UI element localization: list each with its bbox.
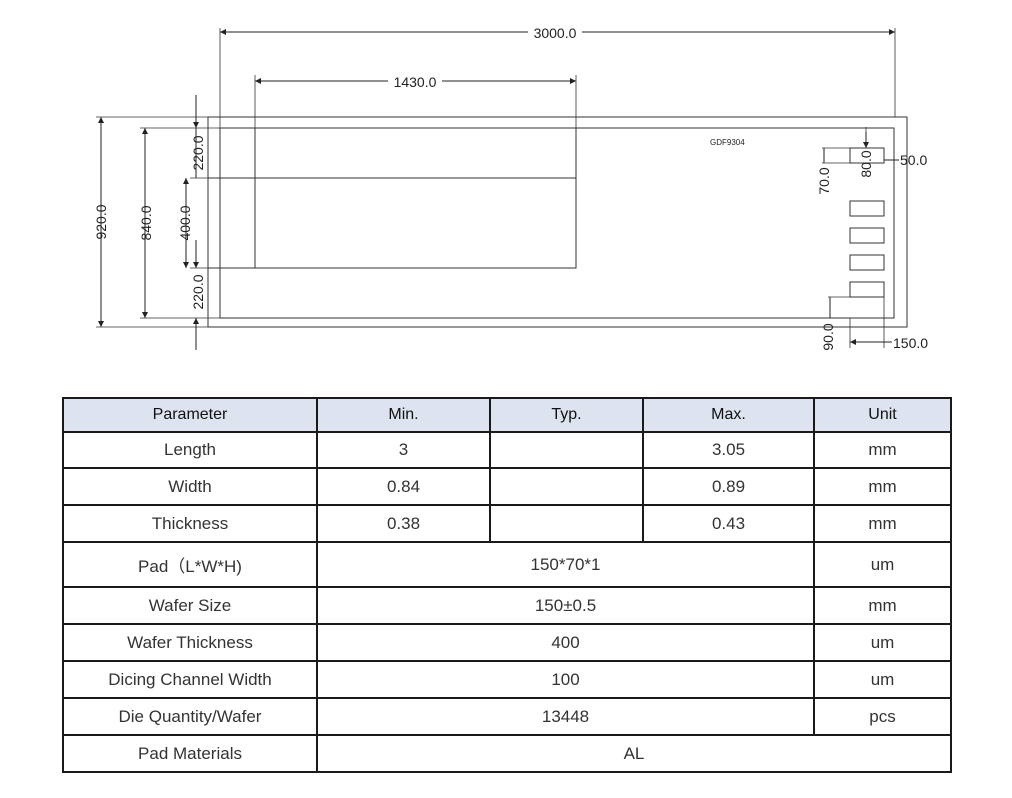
- die-outer-outline: [207, 116, 908, 328]
- table-row: Width 0.84 0.89 mm: [62, 467, 952, 507]
- dim-text-90: 90.0: [820, 323, 836, 350]
- header-typ: Typ.: [489, 397, 644, 433]
- cell-unit: um: [813, 541, 952, 589]
- pad: [849, 254, 885, 271]
- cell-param: Thickness: [62, 504, 318, 544]
- active-region: [254, 127, 577, 269]
- cell-value: 100: [316, 660, 815, 700]
- table-row: Dicing Channel Width 100 um: [62, 660, 952, 700]
- dim-text-920: 920.0: [93, 204, 109, 239]
- die-inner-outline: [219, 127, 895, 319]
- table-row: Pad Materials AL: [62, 734, 952, 773]
- pad: [849, 227, 885, 244]
- cell-param: Width: [62, 467, 318, 507]
- table-row: Wafer Thickness 400 um: [62, 623, 952, 663]
- table-row: Wafer Size 150±0.5 mm: [62, 586, 952, 626]
- pad: [849, 200, 885, 217]
- cell-param: Wafer Thickness: [62, 623, 318, 663]
- cell-unit: mm: [813, 504, 952, 544]
- cell-max: 0.43: [642, 504, 815, 544]
- cell-max: 0.89: [642, 467, 815, 507]
- cell-param: Pad（L*W*H): [62, 541, 318, 589]
- dim-text-top-220: 220.0: [190, 135, 206, 170]
- cell-value: 400: [316, 623, 815, 663]
- cell-typ: [489, 504, 644, 544]
- pad: [849, 281, 885, 298]
- cell-value: 13448: [316, 697, 815, 737]
- cell-value: AL: [316, 734, 952, 773]
- dim-text-400: 400.0: [177, 205, 193, 240]
- table-header-row: Parameter Min. Typ. Max. Unit: [62, 397, 952, 433]
- dim-text-bottom-220: 220.0: [190, 274, 206, 309]
- spec-table: Parameter Min. Typ. Max. Unit Length 3 3…: [62, 397, 952, 773]
- table-row: Length 3 3.05 mm: [62, 430, 952, 470]
- header-unit: Unit: [813, 397, 952, 433]
- header-max: Max.: [642, 397, 815, 433]
- cell-typ: [489, 430, 644, 470]
- dim-text-840: 840.0: [138, 205, 154, 240]
- cell-min: 0.38: [316, 504, 491, 544]
- cell-unit: um: [813, 623, 952, 663]
- table-row: Pad（L*W*H) 150*70*1 um: [62, 541, 952, 589]
- dim-text-50: 50.0: [900, 152, 927, 168]
- cell-unit: mm: [813, 467, 952, 507]
- cell-typ: [489, 467, 644, 507]
- cell-param: Length: [62, 430, 318, 470]
- cell-param: Pad Materials: [62, 734, 318, 773]
- cell-unit: um: [813, 660, 952, 700]
- cell-min: 0.84: [316, 467, 491, 507]
- dim-text-150: 150.0: [893, 335, 928, 351]
- cell-param: Die Quantity/Wafer: [62, 697, 318, 737]
- cell-unit: mm: [813, 586, 952, 626]
- part-label: GDF9304: [710, 138, 745, 147]
- header-parameter: Parameter: [62, 397, 318, 433]
- table-row: Thickness 0.38 0.43 mm: [62, 504, 952, 544]
- header-min: Min.: [316, 397, 491, 433]
- table-row: Die Quantity/Wafer 13448 pcs: [62, 697, 952, 737]
- dim-text-80: 80.0: [858, 150, 874, 177]
- cell-max: 3.05: [642, 430, 815, 470]
- cell-unit: mm: [813, 430, 952, 470]
- cell-min: 3: [316, 430, 491, 470]
- dim-text-70: 70.0: [816, 167, 832, 194]
- cell-param: Dicing Channel Width: [62, 660, 318, 700]
- dim-text-1430: 1430.0: [394, 74, 437, 90]
- cell-param: Wafer Size: [62, 586, 318, 626]
- cell-value: 150±0.5: [316, 586, 815, 626]
- dim-text-3000: 3000.0: [534, 25, 577, 41]
- pad: [849, 147, 885, 164]
- cell-unit: pcs: [813, 697, 952, 737]
- die-dimension-drawing: 3000.0 1430.0 920.0 840.0 220.0 400.0 22…: [93, 25, 928, 351]
- cell-value: 150*70*1: [316, 541, 815, 589]
